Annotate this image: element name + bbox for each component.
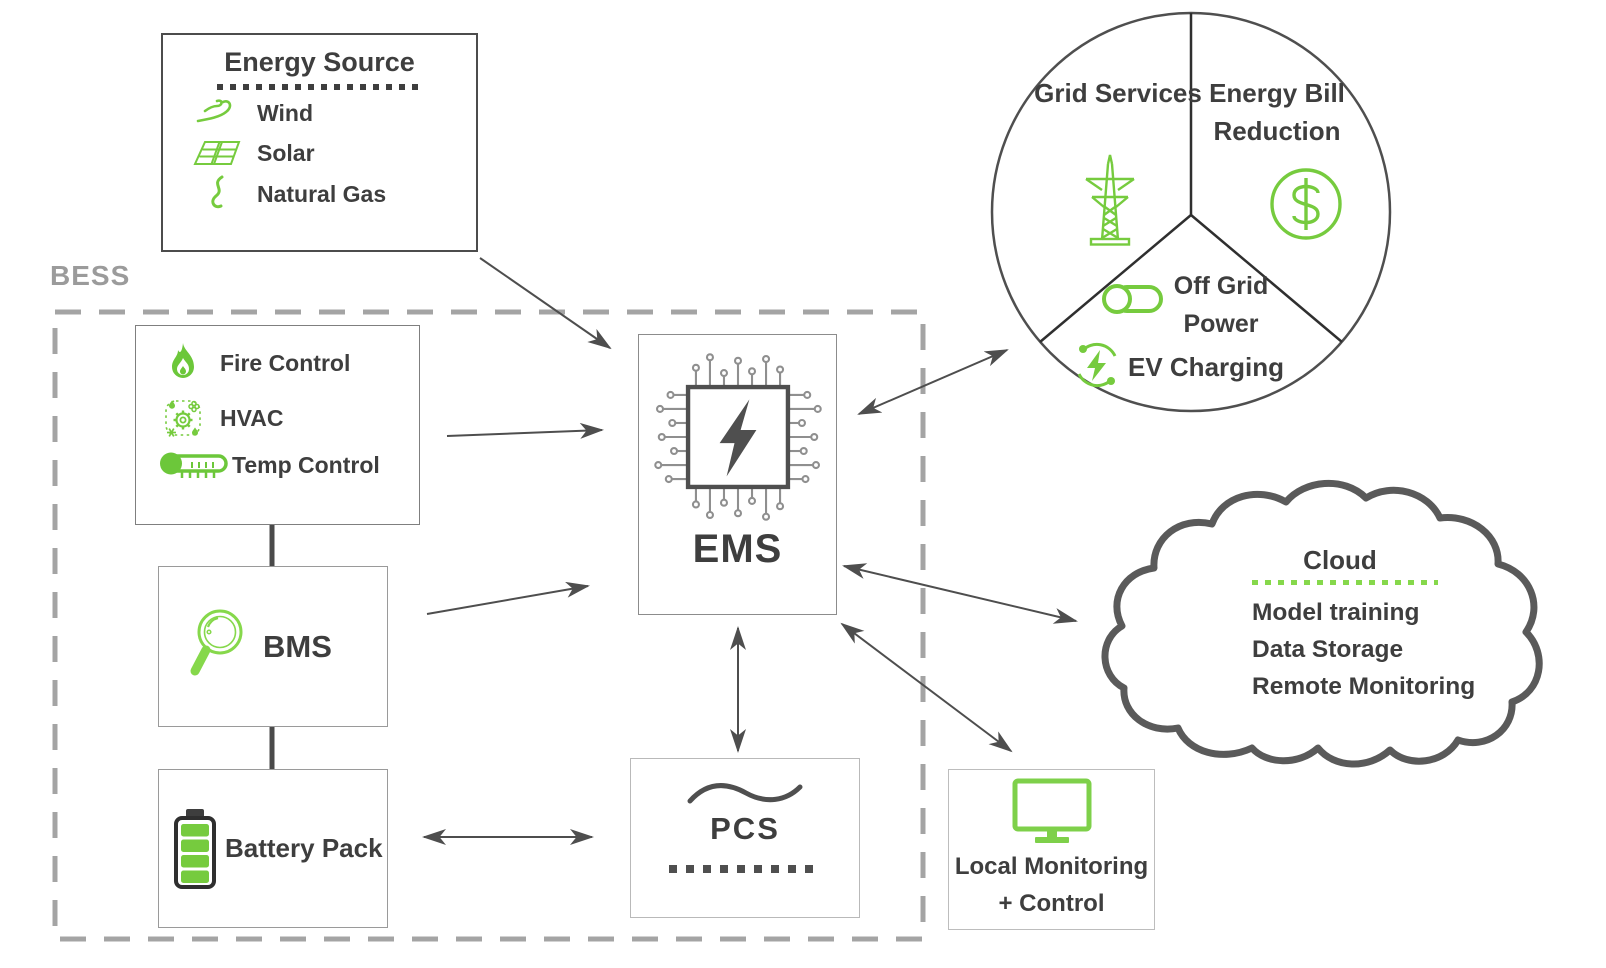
dotted-divider bbox=[669, 865, 821, 873]
arrow-env-to-ems bbox=[446, 422, 604, 439]
local-monitoring-line: + Control bbox=[998, 890, 1105, 918]
wind-icon bbox=[177, 98, 257, 128]
cloud-item: Remote Monitoring bbox=[1252, 673, 1476, 701]
battery-icon bbox=[171, 807, 219, 891]
wheel-segment-label: Grid Services bbox=[1034, 78, 1202, 108]
thermometer-icon bbox=[158, 450, 232, 480]
wheel-segment-label: EV Charging bbox=[1128, 352, 1285, 382]
energy-source-item-label: Solar bbox=[257, 140, 315, 166]
cloud-title: Cloud bbox=[1303, 545, 1377, 575]
environment-item-label: HVAC bbox=[220, 404, 284, 431]
toggle-switch-icon bbox=[1100, 281, 1166, 317]
environment-controls-box: Fire Control bbox=[135, 325, 420, 525]
magnifier-icon bbox=[185, 605, 245, 689]
wheel-segment-label: Energy Bill Reduction bbox=[1209, 78, 1345, 146]
arrow-energysource-to-ems bbox=[479, 257, 612, 350]
battery-pack-box: Battery Pack bbox=[158, 769, 388, 928]
ems-box: EMS bbox=[638, 334, 837, 615]
benefits-wheel bbox=[990, 11, 1392, 413]
energy-source-title: Energy Source bbox=[224, 47, 415, 77]
bms-box: BMS bbox=[158, 566, 388, 727]
arrow-bms-to-ems bbox=[426, 581, 590, 615]
monitor-icon bbox=[949, 778, 1154, 844]
hvac-icon bbox=[160, 396, 206, 440]
wheel-divider-right bbox=[1190, 214, 1343, 343]
ev-charging-icon bbox=[1070, 338, 1124, 392]
ac-wave-icon bbox=[631, 775, 859, 809]
arrow-ems-cloud bbox=[842, 563, 1078, 624]
fire-icon bbox=[160, 342, 206, 384]
wheel-divider-left bbox=[1039, 214, 1192, 343]
local-monitoring-box: Local Monitoring + Control bbox=[948, 769, 1155, 930]
pcs-box: PCS bbox=[630, 758, 860, 918]
cloud-item: Data Storage bbox=[1252, 636, 1404, 664]
dollar-coin-icon bbox=[1266, 164, 1346, 244]
energy-source-item-label: Natural Gas bbox=[257, 180, 387, 207]
bess-label: BESS bbox=[50, 260, 131, 291]
local-monitoring-line: Local Monitoring bbox=[954, 853, 1149, 880]
pcs-label: PCS bbox=[710, 811, 780, 846]
ems-label: EMS bbox=[692, 527, 783, 571]
environment-item-label: Temp Control bbox=[232, 451, 380, 478]
cloud-shape bbox=[1101, 480, 1543, 768]
chip-bolt-icon bbox=[639, 345, 836, 529]
energy-source-box: Energy Source Wind Solar Natural Gas bbox=[161, 33, 478, 252]
environment-item-label: Fire Control bbox=[220, 349, 351, 376]
solar-panel-icon bbox=[177, 140, 257, 167]
transmission-tower-icon bbox=[1078, 152, 1142, 246]
dotted-divider bbox=[1252, 580, 1438, 585]
dotted-divider bbox=[217, 84, 422, 90]
arrow-ems-localmonitoring bbox=[840, 622, 1013, 753]
wheel-segment-label: Off Grid Power bbox=[1173, 272, 1269, 338]
bms-label: BMS bbox=[263, 628, 332, 664]
natural-gas-icon bbox=[177, 175, 257, 213]
arrow-ems-wheel bbox=[857, 349, 1009, 415]
cloud-item: Model training bbox=[1252, 599, 1420, 626]
battery-pack-label: Battery Pack bbox=[225, 833, 383, 863]
energy-source-item-label: Wind bbox=[257, 99, 313, 126]
